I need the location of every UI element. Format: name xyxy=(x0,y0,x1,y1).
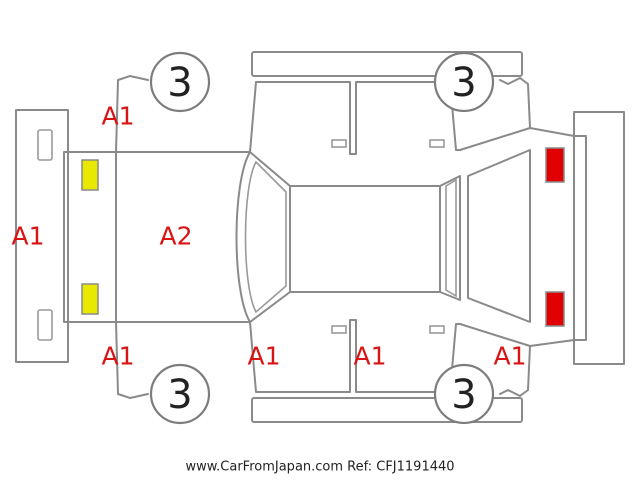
wheel-circle xyxy=(433,363,495,425)
damage-code-rear-right-door: A1 xyxy=(353,342,386,371)
damage-code-front-bumper: A1 xyxy=(11,222,44,251)
wheel-circle xyxy=(433,51,495,113)
wheel-rear-right: 3 xyxy=(433,363,495,425)
wheel-score: 3 xyxy=(167,372,192,418)
front-lamp-icon xyxy=(81,283,99,315)
wheel-score: 3 xyxy=(451,372,476,418)
wheel-rear-left: 3 xyxy=(433,51,495,113)
car-body-outline xyxy=(63,75,575,399)
wheel-circle xyxy=(149,51,211,113)
left-roof-rail xyxy=(251,51,523,77)
front-bumper-clip-top xyxy=(37,129,53,161)
door-handle xyxy=(331,139,347,148)
front-lamp-icon xyxy=(81,159,99,191)
rear-lamp-icon xyxy=(545,291,565,327)
damage-code-front-right-fender: A1 xyxy=(101,342,134,371)
wheel-score: 3 xyxy=(167,60,192,106)
front-bumper xyxy=(15,109,69,363)
door-handle xyxy=(429,325,445,334)
rear-bumper xyxy=(573,111,625,365)
wheel-front-right: 3 xyxy=(149,363,211,425)
wheel-score: 3 xyxy=(451,60,476,106)
damage-code-front-left-fender: A1 xyxy=(101,102,134,131)
right-roof-rail xyxy=(251,397,523,423)
damage-code-front-right-door: A1 xyxy=(247,342,280,371)
door-handle xyxy=(331,325,347,334)
door-handle xyxy=(429,139,445,148)
front-bumper-clip-bottom xyxy=(37,309,53,341)
reference-footer: www.CarFromJapan.com Ref: CFJ1191440 xyxy=(185,460,454,475)
wheel-circle xyxy=(149,363,211,425)
damage-code-hood: A2 xyxy=(159,222,192,251)
damage-code-rear-right-quarter: A1 xyxy=(493,342,526,371)
wheel-front-left: 3 xyxy=(149,51,211,113)
rear-lamp-icon xyxy=(545,147,565,183)
